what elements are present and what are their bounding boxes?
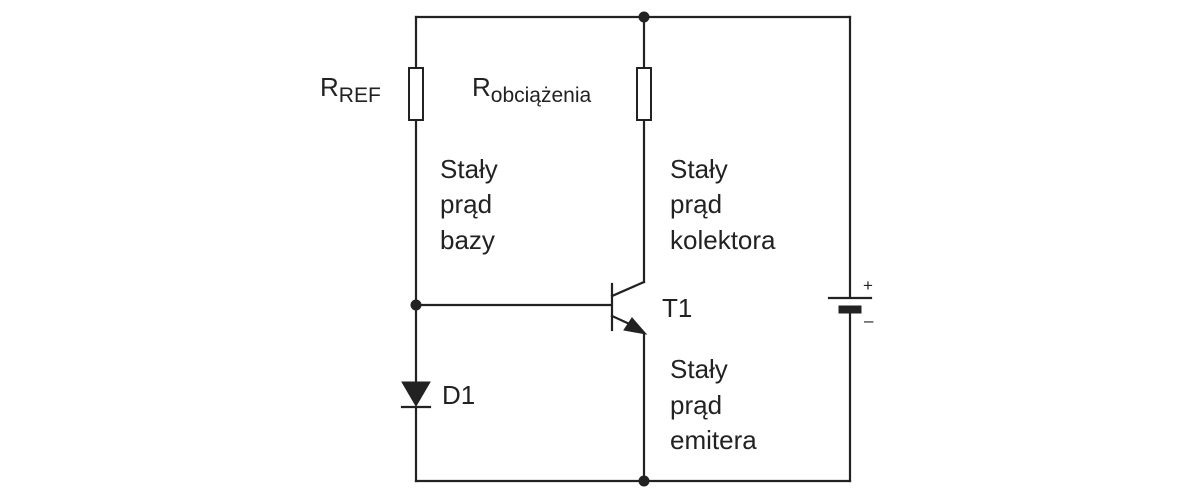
label-base-current-line: bazy (440, 225, 495, 255)
label-base-current: Stały prąd bazy (440, 154, 498, 255)
label-transistor: T1 (662, 293, 692, 323)
battery (827, 296, 873, 314)
label-emitter-current-line: prąd (670, 390, 722, 420)
label-emitter-current-line: emitera (670, 425, 757, 455)
label-emitter-current-line: Stały (670, 354, 728, 384)
transistor-t1 (610, 280, 648, 335)
label-collector-current: Stały prąd kolektora (670, 154, 776, 255)
label-r-load: Robciążenia (472, 72, 592, 107)
junction-bottom (638, 475, 650, 487)
junction-top (638, 11, 650, 23)
label-r-ref: RREF (320, 72, 381, 107)
diode-triangle-icon (401, 381, 431, 407)
label-emitter-current: Stały prąd emitera (670, 354, 757, 455)
battery-minus-sign: – (864, 311, 874, 330)
resistor-r-ref (408, 67, 424, 121)
resistor-r-load (636, 67, 652, 121)
label-collector-current-line: Stały (670, 154, 728, 184)
transistor-collector-leg (610, 280, 646, 298)
label-collector-current-line: kolektora (670, 225, 776, 255)
label-diode: D1 (442, 380, 475, 410)
battery-plate-negative (838, 305, 862, 314)
junction-base (410, 299, 422, 311)
label-base-current-line: Stały (440, 154, 498, 184)
emitter-arrow-icon (623, 317, 648, 335)
label-collector-current-line: prąd (670, 189, 722, 219)
wires (414, 15, 852, 483)
label-base-current-line: prąd (440, 189, 492, 219)
battery-plus-sign: + (863, 276, 873, 295)
diode-d1 (400, 381, 432, 409)
